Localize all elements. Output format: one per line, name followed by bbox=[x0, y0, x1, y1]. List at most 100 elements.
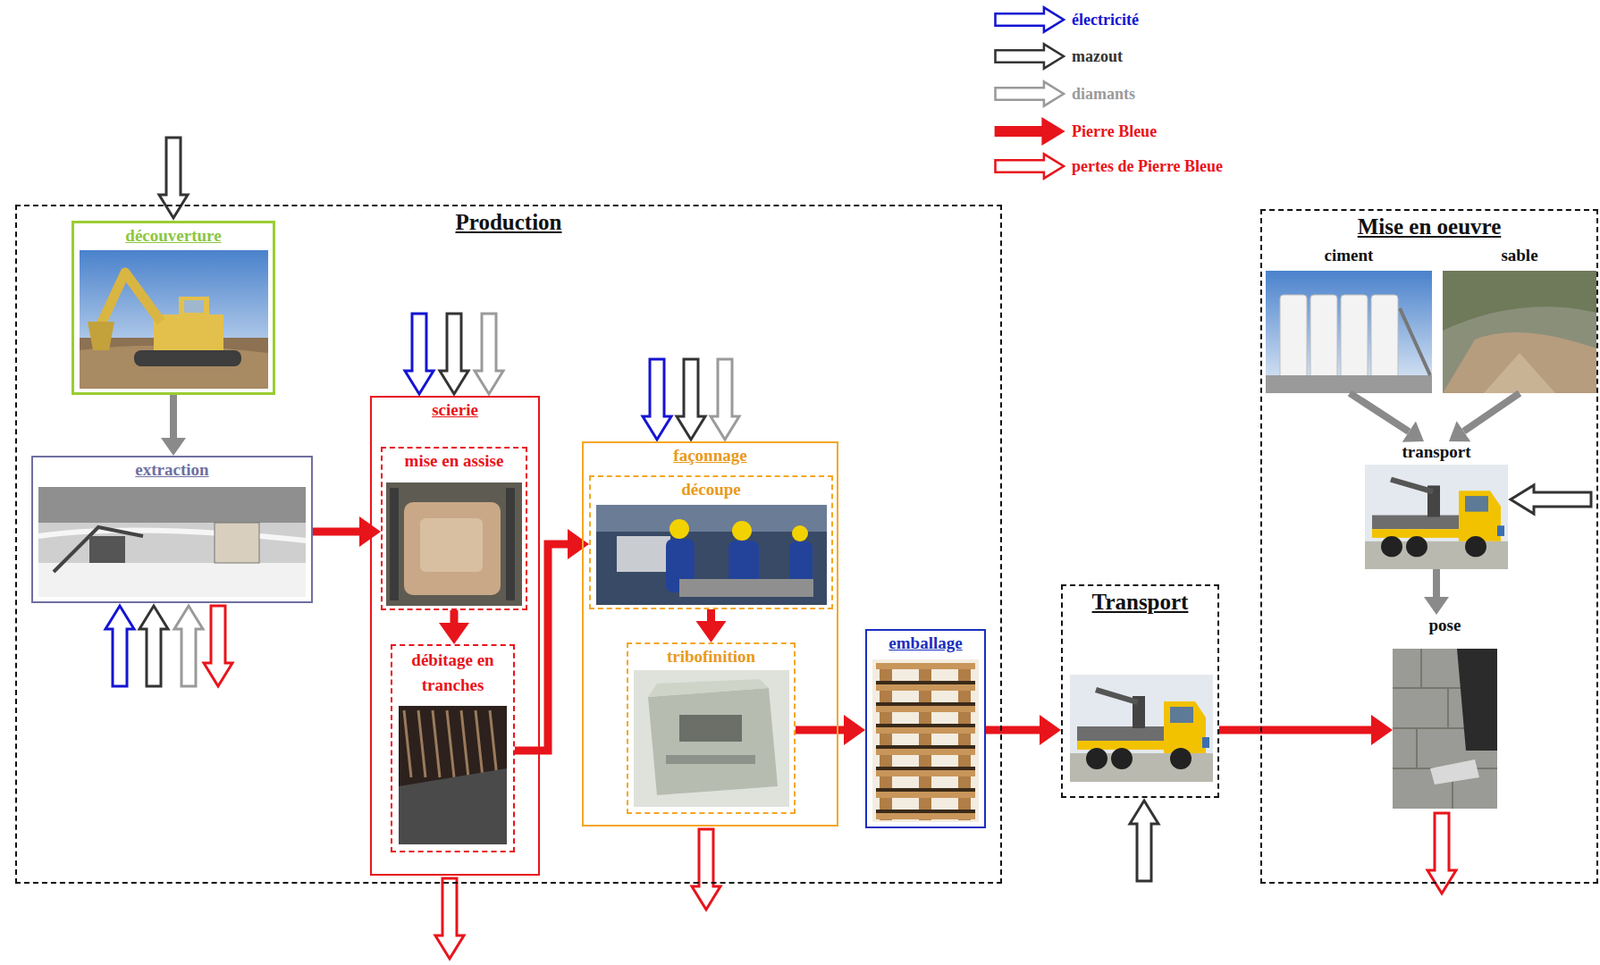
loss-arrow bbox=[203, 606, 1457, 960]
input-arrow bbox=[1129, 800, 1159, 882]
block-photo bbox=[404, 502, 501, 596]
legend-label: mazout bbox=[1071, 45, 1123, 68]
truck-photo bbox=[1069, 674, 1213, 783]
quarry-photo bbox=[38, 487, 306, 523]
quarry-photo bbox=[38, 487, 306, 598]
excavator-photo bbox=[79, 345, 269, 389]
pallet-photo bbox=[872, 659, 979, 823]
machine-photo bbox=[633, 670, 790, 808]
paving-photo bbox=[1392, 648, 1498, 809]
flow-arrow bbox=[795, 726, 844, 735]
node-label: extraction bbox=[133, 459, 211, 481]
step-box: mise en assise bbox=[380, 446, 528, 611]
node-label: sable bbox=[1498, 244, 1540, 267]
paving-photo bbox=[1456, 648, 1498, 751]
legend-arrow bbox=[995, 43, 1065, 68]
slab-photo bbox=[398, 706, 507, 845]
silo-photo bbox=[1371, 294, 1398, 380]
photo-node: ciment bbox=[1265, 244, 1432, 394]
flow-arrow bbox=[1349, 393, 1409, 432]
node-label: Mise en oeuvre bbox=[1355, 212, 1504, 241]
process-box: façonnagedécoupetribofinition bbox=[581, 441, 839, 827]
flow-arrow bbox=[1219, 726, 1372, 735]
process-box: découverture bbox=[71, 220, 276, 396]
silo-photo bbox=[1340, 294, 1368, 380]
node-label: Transport bbox=[1090, 588, 1191, 616]
input-arrow bbox=[676, 359, 706, 440]
input-arrow bbox=[404, 313, 434, 395]
node-label: pose bbox=[1427, 614, 1464, 637]
workers-photo bbox=[669, 519, 690, 539]
flow-arrow bbox=[312, 528, 360, 537]
block-photo bbox=[420, 518, 483, 573]
flow-arrow bbox=[1432, 569, 1440, 598]
slab-photo bbox=[398, 768, 507, 845]
legend-label: diamants bbox=[1071, 83, 1136, 105]
paving-photo bbox=[1392, 648, 1498, 809]
machine-photo bbox=[648, 688, 778, 796]
step-box: tribofinition bbox=[626, 642, 796, 815]
node-label: découverture bbox=[123, 225, 223, 247]
quarry-photo bbox=[38, 530, 306, 541]
step-box: découpe bbox=[589, 475, 834, 610]
machine-photo bbox=[665, 755, 756, 765]
legend-label: Pierre Bleue bbox=[1071, 120, 1157, 143]
workers-photo bbox=[596, 505, 827, 606]
node-label: débitage en tranches bbox=[394, 648, 512, 698]
region-frame: Mise en oeuvre ciment sable transport pose bbox=[1260, 209, 1599, 885]
flow-arrow bbox=[169, 395, 177, 438]
workers-photo bbox=[791, 525, 809, 542]
paving-photo bbox=[1392, 648, 1498, 809]
flow-arrow bbox=[707, 609, 716, 622]
loss-arrow bbox=[691, 829, 721, 910]
silo-photo bbox=[1280, 294, 1307, 380]
truck-photo bbox=[1069, 674, 1213, 783]
loss-arrow bbox=[203, 606, 233, 687]
input-arrow bbox=[105, 606, 135, 687]
input-arrow bbox=[1510, 485, 1592, 514]
pallet-photo bbox=[872, 663, 979, 821]
flow-arrow bbox=[1464, 393, 1520, 432]
truck-photo bbox=[1364, 464, 1508, 570]
input-arrow bbox=[642, 359, 672, 440]
input-arrow bbox=[439, 313, 469, 395]
node-label: transport bbox=[1399, 441, 1473, 464]
node-label: tribofinition bbox=[665, 646, 758, 668]
sand-pit-photo bbox=[1442, 270, 1597, 394]
process-box: extraction bbox=[31, 455, 313, 604]
workers-photo bbox=[732, 521, 752, 541]
block-photo bbox=[386, 482, 523, 607]
excavator-photo bbox=[79, 250, 269, 389]
machine-photo bbox=[648, 679, 769, 698]
photo-node: transport bbox=[1364, 441, 1508, 570]
silo-photo bbox=[1310, 294, 1338, 380]
flow-arrow bbox=[514, 544, 568, 751]
input-arrow bbox=[139, 606, 169, 687]
excavator-photo bbox=[153, 314, 224, 351]
process-box: scieriemise en assisedébitage en tranche… bbox=[370, 395, 540, 876]
input-arrow bbox=[174, 606, 203, 687]
quarry-photo bbox=[38, 563, 306, 598]
legend-label: électricité bbox=[1071, 8, 1139, 31]
paving-photo bbox=[1430, 759, 1480, 785]
input-arrow bbox=[710, 359, 740, 440]
excavator-photo bbox=[87, 321, 115, 351]
sand-pit-photo bbox=[1483, 353, 1556, 394]
workers-photo bbox=[616, 536, 671, 573]
slab-photo bbox=[404, 710, 497, 778]
flow-arrow bbox=[450, 610, 459, 624]
truck-photo bbox=[1364, 464, 1508, 570]
legend-arrow bbox=[995, 153, 1065, 178]
node-label: Production bbox=[454, 208, 565, 236]
quarry-photo bbox=[38, 487, 306, 598]
photo-node: sable bbox=[1442, 244, 1597, 394]
photo-node: pose bbox=[1392, 614, 1498, 809]
input-arrow bbox=[474, 313, 504, 395]
block-photo bbox=[505, 488, 515, 601]
legend-arrow bbox=[995, 81, 1065, 106]
node-label: emballage bbox=[886, 632, 964, 655]
excavator-photo bbox=[79, 250, 269, 389]
